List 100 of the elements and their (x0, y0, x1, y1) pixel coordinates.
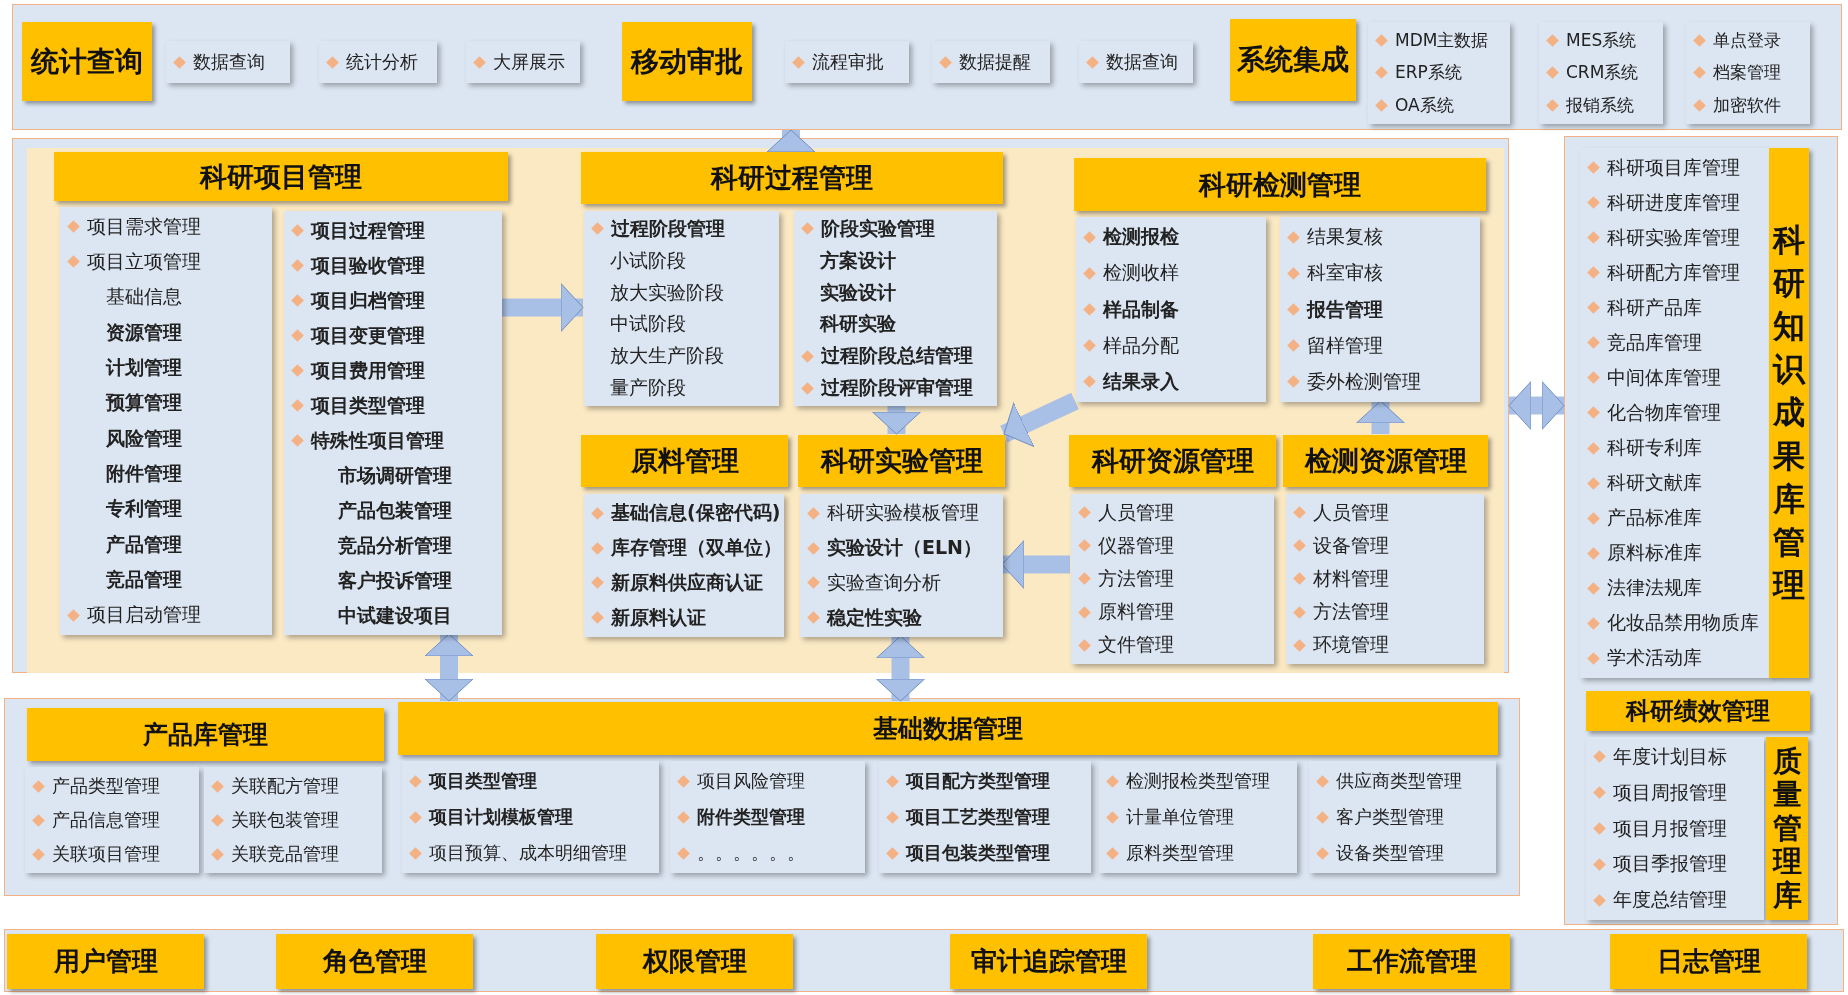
list-item: 报告管理 (1307, 298, 1383, 321)
list-item: 项目过程管理 (311, 219, 425, 242)
section-header: 权限管理 (596, 934, 793, 989)
list-item: 过程阶段评审管理 (821, 377, 973, 399)
section-header: 科研检测管理 (1074, 158, 1486, 211)
list-item: MES系统 (1566, 30, 1637, 51)
list-item: 原料类型管理 (1126, 842, 1234, 864)
module-card (785, 41, 909, 83)
section-header: 科研绩效管理 (1586, 691, 1810, 731)
list-item: 中试建设项目 (338, 604, 452, 627)
list-item: 项目周报管理 (1613, 781, 1727, 804)
module-card (1079, 41, 1193, 83)
module-card (166, 41, 290, 83)
list-item: 关联配方管理 (231, 775, 339, 797)
list-item: 过程阶段总结管理 (821, 345, 973, 368)
block-arrow (876, 635, 925, 702)
list-item: ERP系统 (1395, 63, 1462, 83)
list-item: 委外检测管理 (1307, 370, 1421, 393)
panel-background (4, 698, 1520, 896)
list-item: 方法管理 (1313, 601, 1389, 624)
list-item: 文件管理 (1098, 634, 1174, 657)
module-card (584, 211, 779, 406)
list-item: 客户类型管理 (1336, 806, 1444, 828)
list-item: 基础信息 (106, 286, 182, 309)
module-card (1280, 217, 1480, 402)
section-header: 审计追踪管理 (950, 934, 1147, 989)
module-card (1686, 22, 1810, 124)
list-item: OA系统 (1395, 95, 1454, 116)
list-item: 科室审核 (1307, 262, 1383, 285)
module-card (1099, 761, 1297, 873)
list-item: 单点登录 (1713, 30, 1781, 51)
module-card (1539, 22, 1663, 124)
list-item: 结果复核 (1307, 226, 1383, 248)
section-header: 工作流管理 (1313, 934, 1510, 989)
list-item: 科研实验模板管理 (827, 502, 979, 525)
list-item: 竞品管理 (106, 569, 182, 591)
list-item: 检测报检类型管理 (1126, 770, 1270, 792)
list-item: 原料管理 (1098, 601, 1174, 624)
list-item: 项目立项管理 (87, 251, 201, 273)
list-item: 科研文献库 (1607, 472, 1702, 494)
list-item: 设备类型管理 (1336, 842, 1444, 864)
list-item: 方法管理 (1098, 568, 1174, 590)
list-item: 数据查询 (193, 51, 265, 73)
list-item: 稳定性实验 (827, 606, 922, 629)
list-item: 量产阶段 (610, 377, 686, 399)
list-item: 数据提醒 (959, 51, 1031, 73)
list-item: 产品类型管理 (52, 775, 160, 797)
module-card (932, 41, 1050, 83)
module-card (1368, 22, 1510, 124)
list-item: 科研实验库管理 (1607, 226, 1740, 249)
module-card (204, 767, 382, 873)
list-item: 样品分配 (1103, 334, 1179, 357)
section-header: 日志管理 (1610, 934, 1807, 989)
list-item: 过程阶段管理 (611, 218, 725, 240)
section-header: 移动审批 (622, 22, 752, 101)
section-header: 科研过程管理 (581, 152, 1003, 204)
list-item: 结果录入 (1103, 370, 1179, 393)
list-item: 人员管理 (1098, 501, 1174, 524)
section-header: 科研实验管理 (798, 435, 1005, 487)
section-header: 用户管理 (7, 934, 204, 989)
module-card (402, 761, 659, 873)
section-header: 科研项目管理 (54, 152, 508, 201)
list-item: 留样管理 (1307, 334, 1383, 357)
list-item: 项目预算、成本明细管理 (429, 842, 627, 864)
list-item: 库存管理（双单位） (611, 537, 782, 560)
list-item: 环境管理 (1313, 634, 1389, 657)
module-card (1071, 494, 1274, 664)
list-item: 大屏展示 (493, 51, 565, 73)
module-card (794, 211, 997, 406)
block-arrow (424, 633, 474, 702)
list-item: 附件管理 (106, 463, 182, 485)
list-item: 实验查询分析 (827, 571, 941, 594)
list-item: 。。。。。。 (697, 842, 805, 864)
list-item: 小试阶段 (610, 249, 686, 272)
list-item: 样品制备 (1103, 298, 1179, 321)
list-item: 项目归档管理 (311, 289, 425, 312)
list-item: 竞品库管理 (1607, 331, 1702, 354)
list-item: 中试阶段 (610, 313, 686, 336)
section-header: 科研资源管理 (1069, 435, 1276, 487)
block-arrow (1000, 392, 1079, 447)
section-header: 角色管理 (276, 934, 473, 989)
block-arrow (501, 283, 584, 332)
list-item: 统计分析 (346, 51, 418, 73)
list-item: 检测收样 (1103, 262, 1179, 285)
panel-background (12, 4, 1842, 130)
module-card (1309, 761, 1496, 873)
list-item: 材料管理 (1313, 568, 1389, 590)
list-item: 科研产品库 (1607, 296, 1702, 319)
list-item: 加密软件 (1713, 95, 1781, 116)
section-header: 质量管理库 (1766, 737, 1808, 920)
list-item: 项目启动管理 (87, 604, 201, 627)
module-card (60, 207, 272, 635)
list-item: 专利管理 (106, 498, 182, 521)
section-header: 检测资源管理 (1283, 435, 1488, 487)
module-card (584, 494, 784, 637)
list-item: 阶段实验管理 (821, 218, 935, 240)
module-card (800, 494, 1003, 637)
list-item: CRM系统 (1566, 63, 1639, 83)
list-item: 供应商类型管理 (1336, 770, 1462, 792)
list-item: 化合物库管理 (1607, 402, 1721, 424)
